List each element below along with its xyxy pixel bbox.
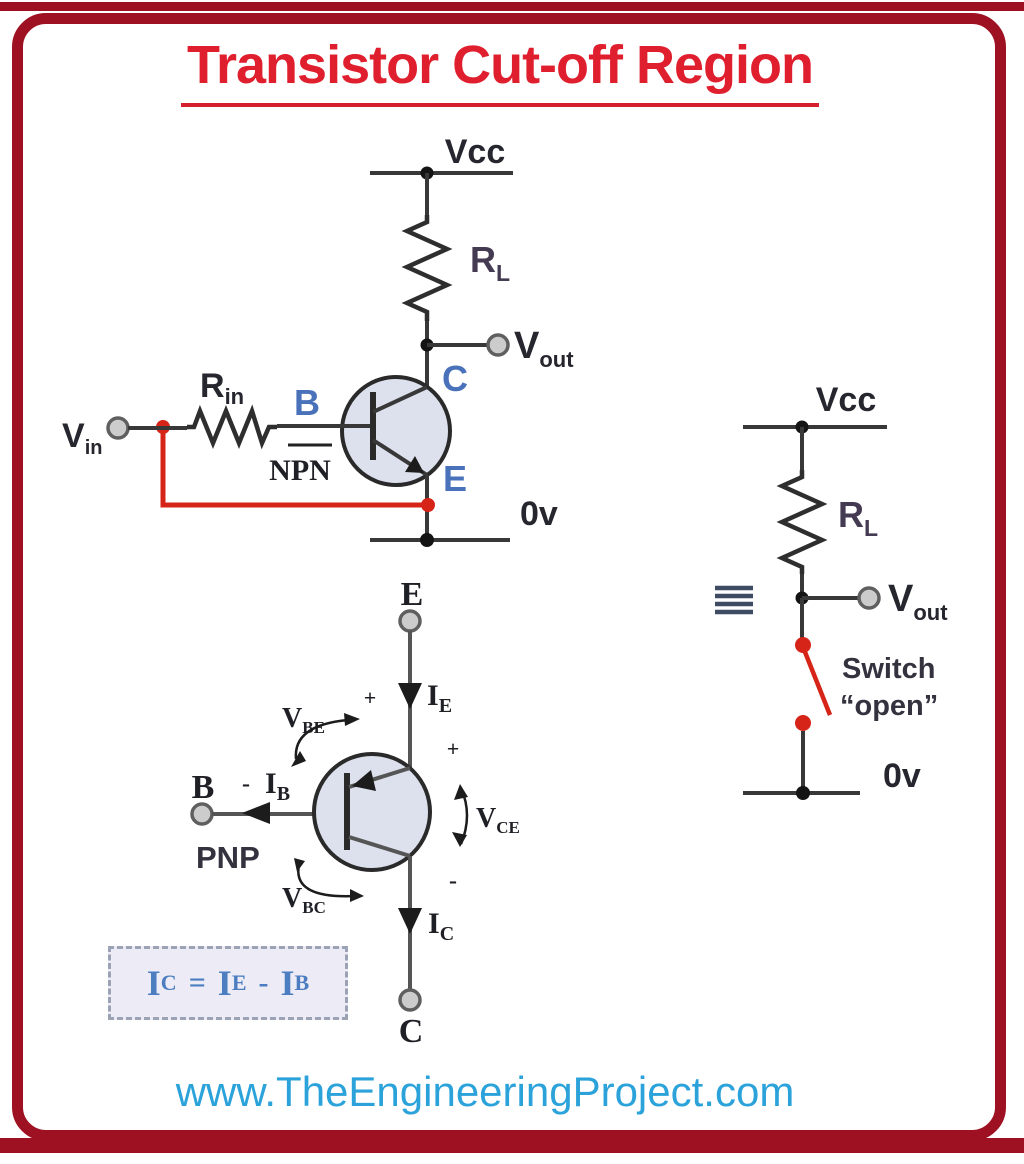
vcc-label: Vcc	[445, 133, 506, 171]
pnp-type-label: PNP	[196, 840, 260, 875]
vbe-label: VBE	[282, 703, 325, 737]
top-border-band	[0, 2, 1024, 11]
emitter-arrow	[405, 456, 424, 473]
emitter-pin-label: E	[443, 458, 467, 499]
rin-label: Rin	[200, 367, 244, 409]
ie-current-arrow	[398, 683, 422, 709]
vbe-arc	[294, 718, 349, 760]
load-resistor	[401, 215, 453, 321]
vout-label: Vout	[888, 578, 948, 625]
vin-label: Vin	[62, 417, 102, 459]
vin-terminal	[106, 416, 130, 440]
junction-dot	[796, 786, 810, 800]
switch-label: Switch	[842, 653, 935, 685]
vout-label: Vout	[514, 325, 574, 372]
plus-sign-right: +	[447, 736, 460, 761]
ie-label: IE	[427, 679, 452, 717]
vbc-arc	[297, 864, 357, 898]
rl-label: RL	[470, 239, 510, 286]
vbe-arc-arrow	[344, 713, 360, 726]
switch-open-label: “open”	[840, 690, 938, 722]
ground-label: 0v	[520, 495, 558, 533]
load-resistor	[776, 470, 828, 574]
formula-ib: I	[280, 963, 295, 1003]
collector-lead	[372, 385, 428, 414]
vce-arc-arrow	[452, 832, 467, 847]
vbc-label: VBC	[282, 883, 326, 917]
formula-ic: I	[146, 963, 161, 1003]
emitter-terminal	[398, 609, 422, 633]
vce-arc-arrow	[454, 784, 468, 800]
bottom-border-band	[0, 1138, 1024, 1153]
base-terminal	[190, 802, 214, 826]
vbe-arc-arrow	[291, 751, 306, 767]
collector-lead	[348, 835, 411, 858]
equivalent-switch-circuit: Vcc RL Vout Switch “open” 0v	[715, 381, 948, 800]
input-resistor	[187, 404, 277, 450]
ib-current-arrow	[242, 802, 270, 824]
collector-pin-label: C	[442, 358, 468, 399]
vout-terminal	[857, 586, 881, 610]
junction-dot	[420, 533, 434, 547]
rl-label: RL	[838, 494, 878, 541]
npn-switch-circuit: Vcc RL Vout Rin Vin B C E NPN 0v	[62, 133, 574, 547]
rounded-frame	[12, 13, 1006, 1141]
pnp-current-diagram: E IE + VBE B - IB + VCE - PNP VBC IC	[190, 576, 520, 1050]
npn-transistor-body	[340, 375, 452, 487]
formula-ie: I	[217, 963, 232, 1003]
vout-terminal	[486, 333, 510, 357]
collector-terminal	[398, 988, 422, 1012]
plus-sign-top: +	[364, 685, 377, 710]
ic-label: IC	[428, 907, 454, 945]
title-wrap: Transistor Cut-off Region	[0, 34, 1000, 107]
minus-sign-base: -	[242, 771, 250, 797]
pnp-emitter-arrow	[352, 770, 376, 791]
ic-current-arrow	[398, 908, 422, 934]
base-pin-label: B	[192, 769, 215, 806]
equals-sign: =	[188, 966, 206, 999]
page-title: Transistor Cut-off Region	[181, 34, 819, 107]
vbc-arc-arrow	[294, 858, 305, 872]
equivalence-icon	[715, 585, 753, 615]
emitter-pin-label: E	[401, 576, 424, 613]
minus-sign: -	[258, 966, 269, 999]
collector-pin-label: C	[399, 1013, 424, 1050]
vbc-arc-arrow	[350, 889, 364, 902]
minus-sign-right: -	[449, 868, 457, 894]
ground-label: 0v	[883, 757, 921, 795]
pnp-transistor-body	[312, 752, 432, 872]
switch-blade-open	[802, 651, 833, 716]
vcc-label: Vcc	[816, 381, 877, 419]
switch-contact-bottom	[795, 715, 811, 731]
website-url: www.TheEngineeringProject.com	[175, 1068, 795, 1115]
npn-type-label: NPN	[269, 454, 331, 487]
vce-label: VCE	[476, 803, 520, 837]
base-pin-label: B	[294, 382, 320, 423]
ib-label: IB	[265, 767, 290, 805]
feedback-red-wire	[160, 427, 428, 508]
red-junction-dot	[421, 498, 435, 512]
switch-contact-top	[795, 637, 811, 653]
